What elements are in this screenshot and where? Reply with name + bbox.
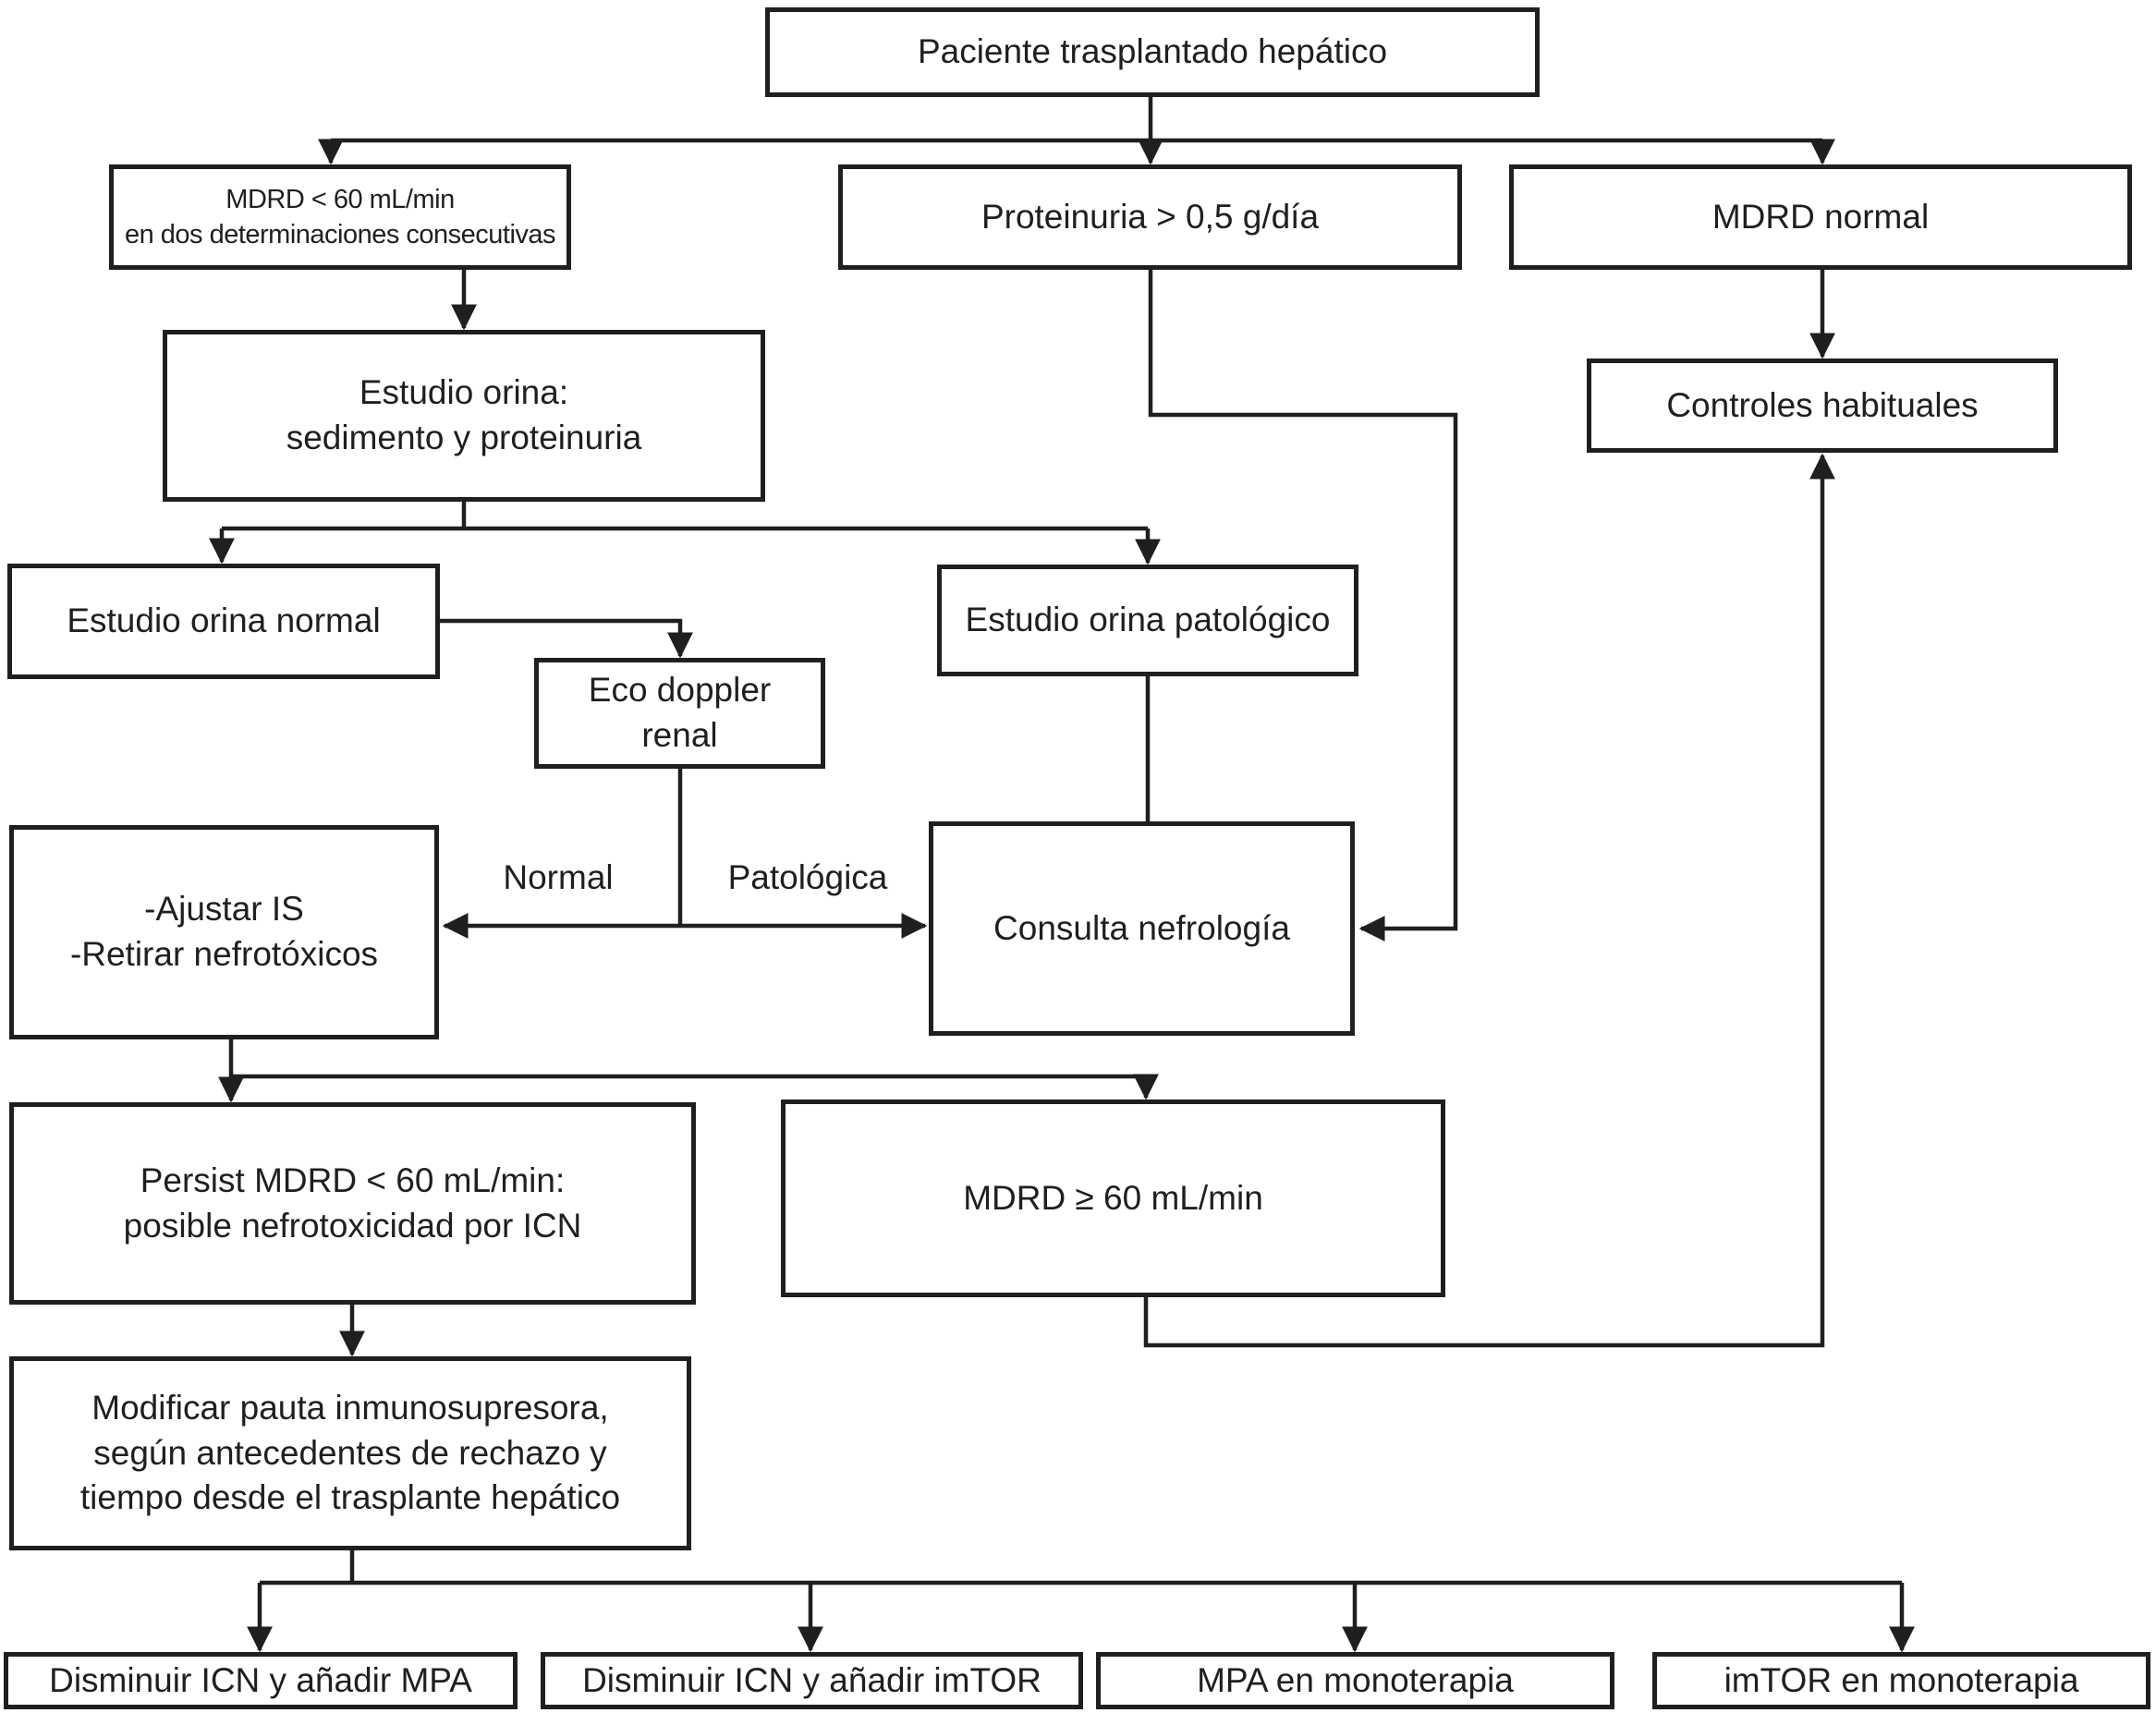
connector-orinanormal-eco [440, 618, 693, 659]
node-disminuir-icn-mpa: Disminuir ICN y añadir MPA [4, 1652, 518, 1709]
node-estudio-orina-normal: Estudio orina normal [7, 564, 440, 679]
node-consulta-nefrologia: Consulta nefrología [929, 821, 1355, 1036]
node-mdrd-bajo: MDRD < 60 mL/min en dos determinaciones … [109, 164, 571, 270]
node-persist-mdrd-bajo: Persist MDRD < 60 mL/min: posible nefrot… [9, 1102, 696, 1305]
connector-mdrd60-controles [1143, 453, 1835, 1348]
node-mdrd-normal: MDRD normal [1509, 164, 2132, 270]
node-controles-habituales: Controles habituales [1587, 358, 2058, 453]
node-paciente-trasplantado: Paciente trasplantado hepático [765, 7, 1540, 97]
edge-label-patologica: Patológica [722, 858, 894, 897]
node-disminuir-icn-imtor: Disminuir ICN y añadir imTOR [541, 1652, 1083, 1709]
node-estudio-orina-patologico: Estudio orina patológico [937, 565, 1358, 676]
connector-proteinuria-consulta [1148, 270, 1458, 942]
node-imtor-monoterapia: imTOR en monoterapia [1652, 1652, 2150, 1709]
node-mdrd-mayor-60: MDRD ≥ 60 mL/min [781, 1099, 1445, 1297]
edge-label-normal: Normal [497, 858, 619, 897]
node-proteinuria: Proteinuria > 0,5 g/día [838, 164, 1462, 270]
node-mpa-monoterapia: MPA en monoterapia [1096, 1652, 1614, 1709]
node-ajustar-is: -Ajustar IS -Retirar nefrotóxicos [9, 825, 439, 1039]
node-eco-doppler-renal: Eco doppler renal [534, 658, 825, 769]
node-modificar-pauta: Modificar pauta inmunosupresora, según a… [9, 1356, 691, 1550]
node-estudio-orina: Estudio orina: sedimento y proteinuria [163, 330, 765, 502]
